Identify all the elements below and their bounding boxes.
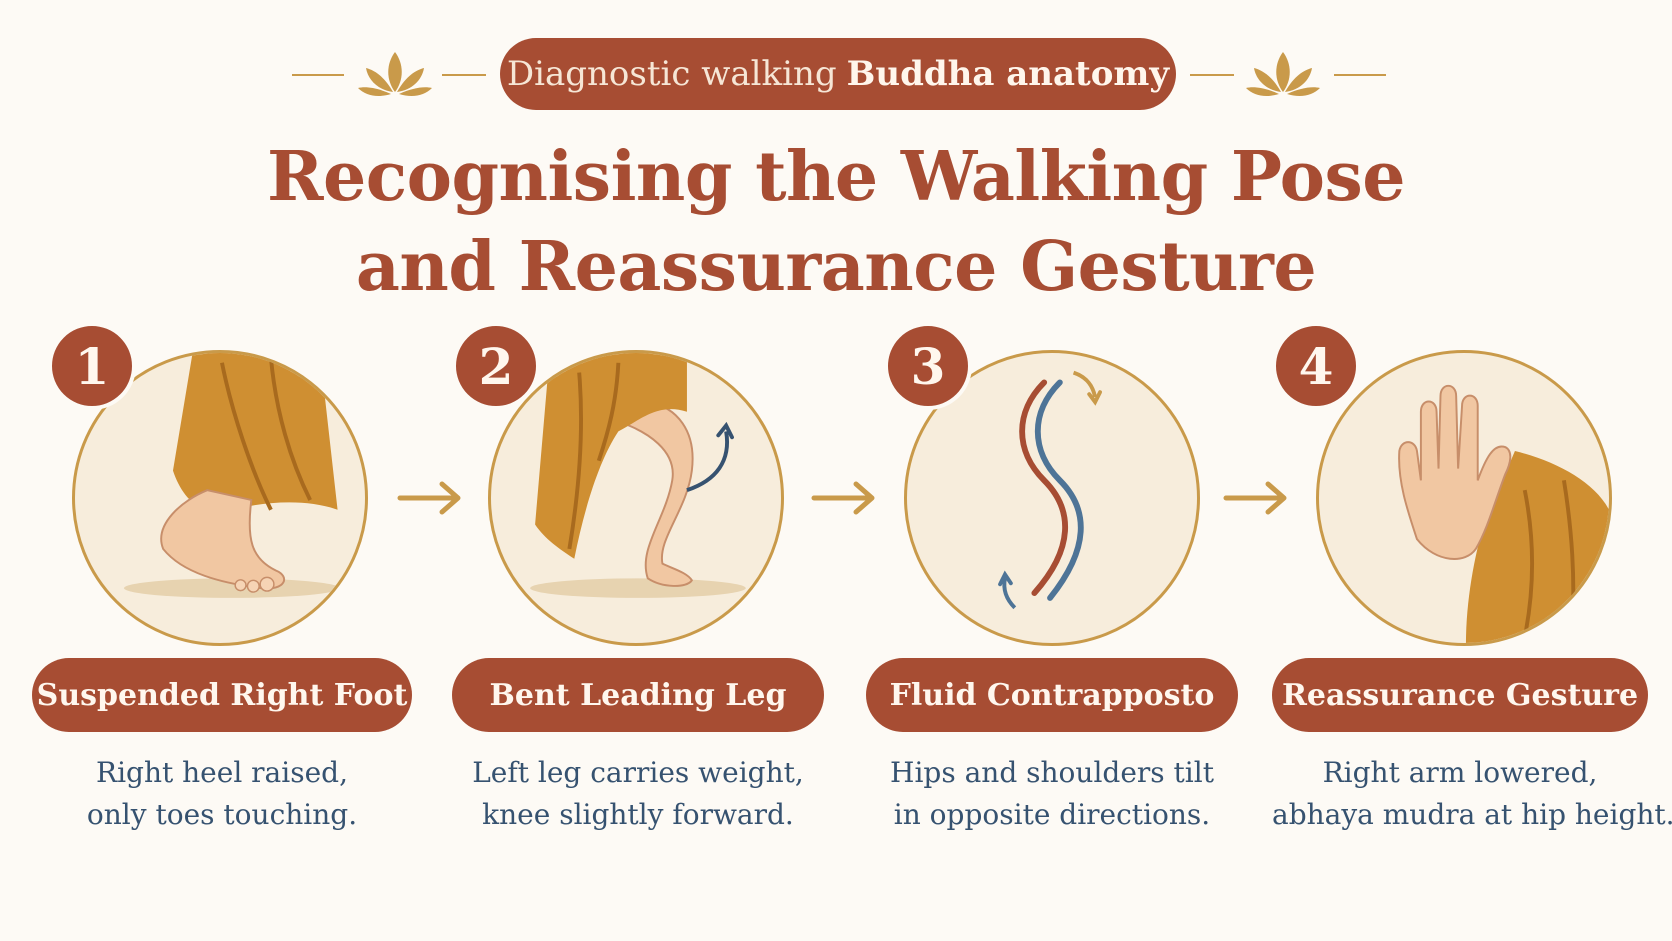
page-title: Recognising the Walking Pose and Reassur… bbox=[0, 132, 1672, 312]
step-1-desc-line-2: only toes touching. bbox=[86, 798, 358, 831]
step-4-illustration bbox=[1316, 350, 1612, 646]
bent-leg-icon bbox=[530, 353, 746, 598]
header-rule-right bbox=[1334, 74, 1386, 76]
arrow-right-icon bbox=[1223, 481, 1287, 515]
lotus-icon bbox=[358, 52, 432, 96]
raised-heel-foot-icon bbox=[123, 353, 340, 598]
header-rule-left bbox=[292, 74, 344, 76]
step-3-number-badge: 3 bbox=[884, 322, 972, 410]
step-1-illustration bbox=[72, 350, 368, 646]
step-2-number-badge: 2 bbox=[452, 322, 540, 410]
header-tag-bold: Buddha anatomy bbox=[846, 54, 1170, 94]
arrow-right-icon bbox=[397, 481, 461, 515]
step-2-desc-line-1: Left leg carries weight, bbox=[472, 756, 804, 789]
step-1-label: Suspended Right Foot bbox=[32, 658, 412, 732]
step-3-desc-line-2: in opposite directions. bbox=[893, 798, 1211, 831]
s-curve-icon bbox=[998, 370, 1102, 610]
header-tag: Diagnostic walking Buddha anatomy bbox=[500, 38, 1176, 110]
step-4-desc-line-2: abhaya mudra at hip height. bbox=[1272, 798, 1672, 831]
step-2-description: Left leg carries weight, knee slightly f… bbox=[452, 752, 824, 836]
step-3-desc-line-1: Hips and shoulders tilt bbox=[890, 756, 1214, 789]
step-3-label: Fluid Contrapposto bbox=[866, 658, 1238, 732]
header-rule-left-inner bbox=[442, 74, 486, 76]
step-4-label: Reassurance Gesture bbox=[1272, 658, 1648, 732]
header-banner: Diagnostic walking Buddha anatomy bbox=[0, 38, 1672, 110]
header-rule-right-inner bbox=[1190, 74, 1234, 76]
abhaya-hand-icon bbox=[1398, 384, 1609, 643]
title-line-1: Recognising the Walking Pose bbox=[266, 137, 1406, 217]
step-4-desc-line-1: Right arm lowered, bbox=[1322, 756, 1598, 789]
step-1-number-badge: 1 bbox=[48, 322, 136, 410]
step-2-illustration bbox=[488, 350, 784, 646]
header-tag-prefix: Diagnostic walking bbox=[506, 54, 837, 94]
step-3-card: 3 Fluid Contrapposto Hips and shoulders … bbox=[866, 322, 1266, 862]
step-4-number-badge: 4 bbox=[1272, 322, 1360, 410]
step-4-description: Right arm lowered, abhaya mudra at hip h… bbox=[1272, 752, 1672, 836]
arrow-right-icon bbox=[811, 481, 875, 515]
title-line-2: and Reassurance Gesture bbox=[355, 227, 1317, 307]
step-2-label: Bent Leading Leg bbox=[452, 658, 824, 732]
step-2-desc-line-2: knee slightly forward. bbox=[482, 798, 794, 831]
lotus-icon bbox=[1246, 52, 1320, 96]
step-1-description: Right heel raised, only toes touching. bbox=[32, 752, 412, 836]
step-4-card: 4 Reassurance Gesture Right arm lowered,… bbox=[1272, 322, 1672, 862]
step-1-desc-line-1: Right heel raised, bbox=[96, 756, 348, 789]
step-2-card: 2 Bent Leading Leg Left leg carries weig… bbox=[452, 322, 852, 862]
step-3-description: Hips and shoulders tilt in opposite dire… bbox=[866, 752, 1238, 836]
step-1-card: 1 Suspended Right Foot Right heel raised… bbox=[32, 322, 432, 862]
